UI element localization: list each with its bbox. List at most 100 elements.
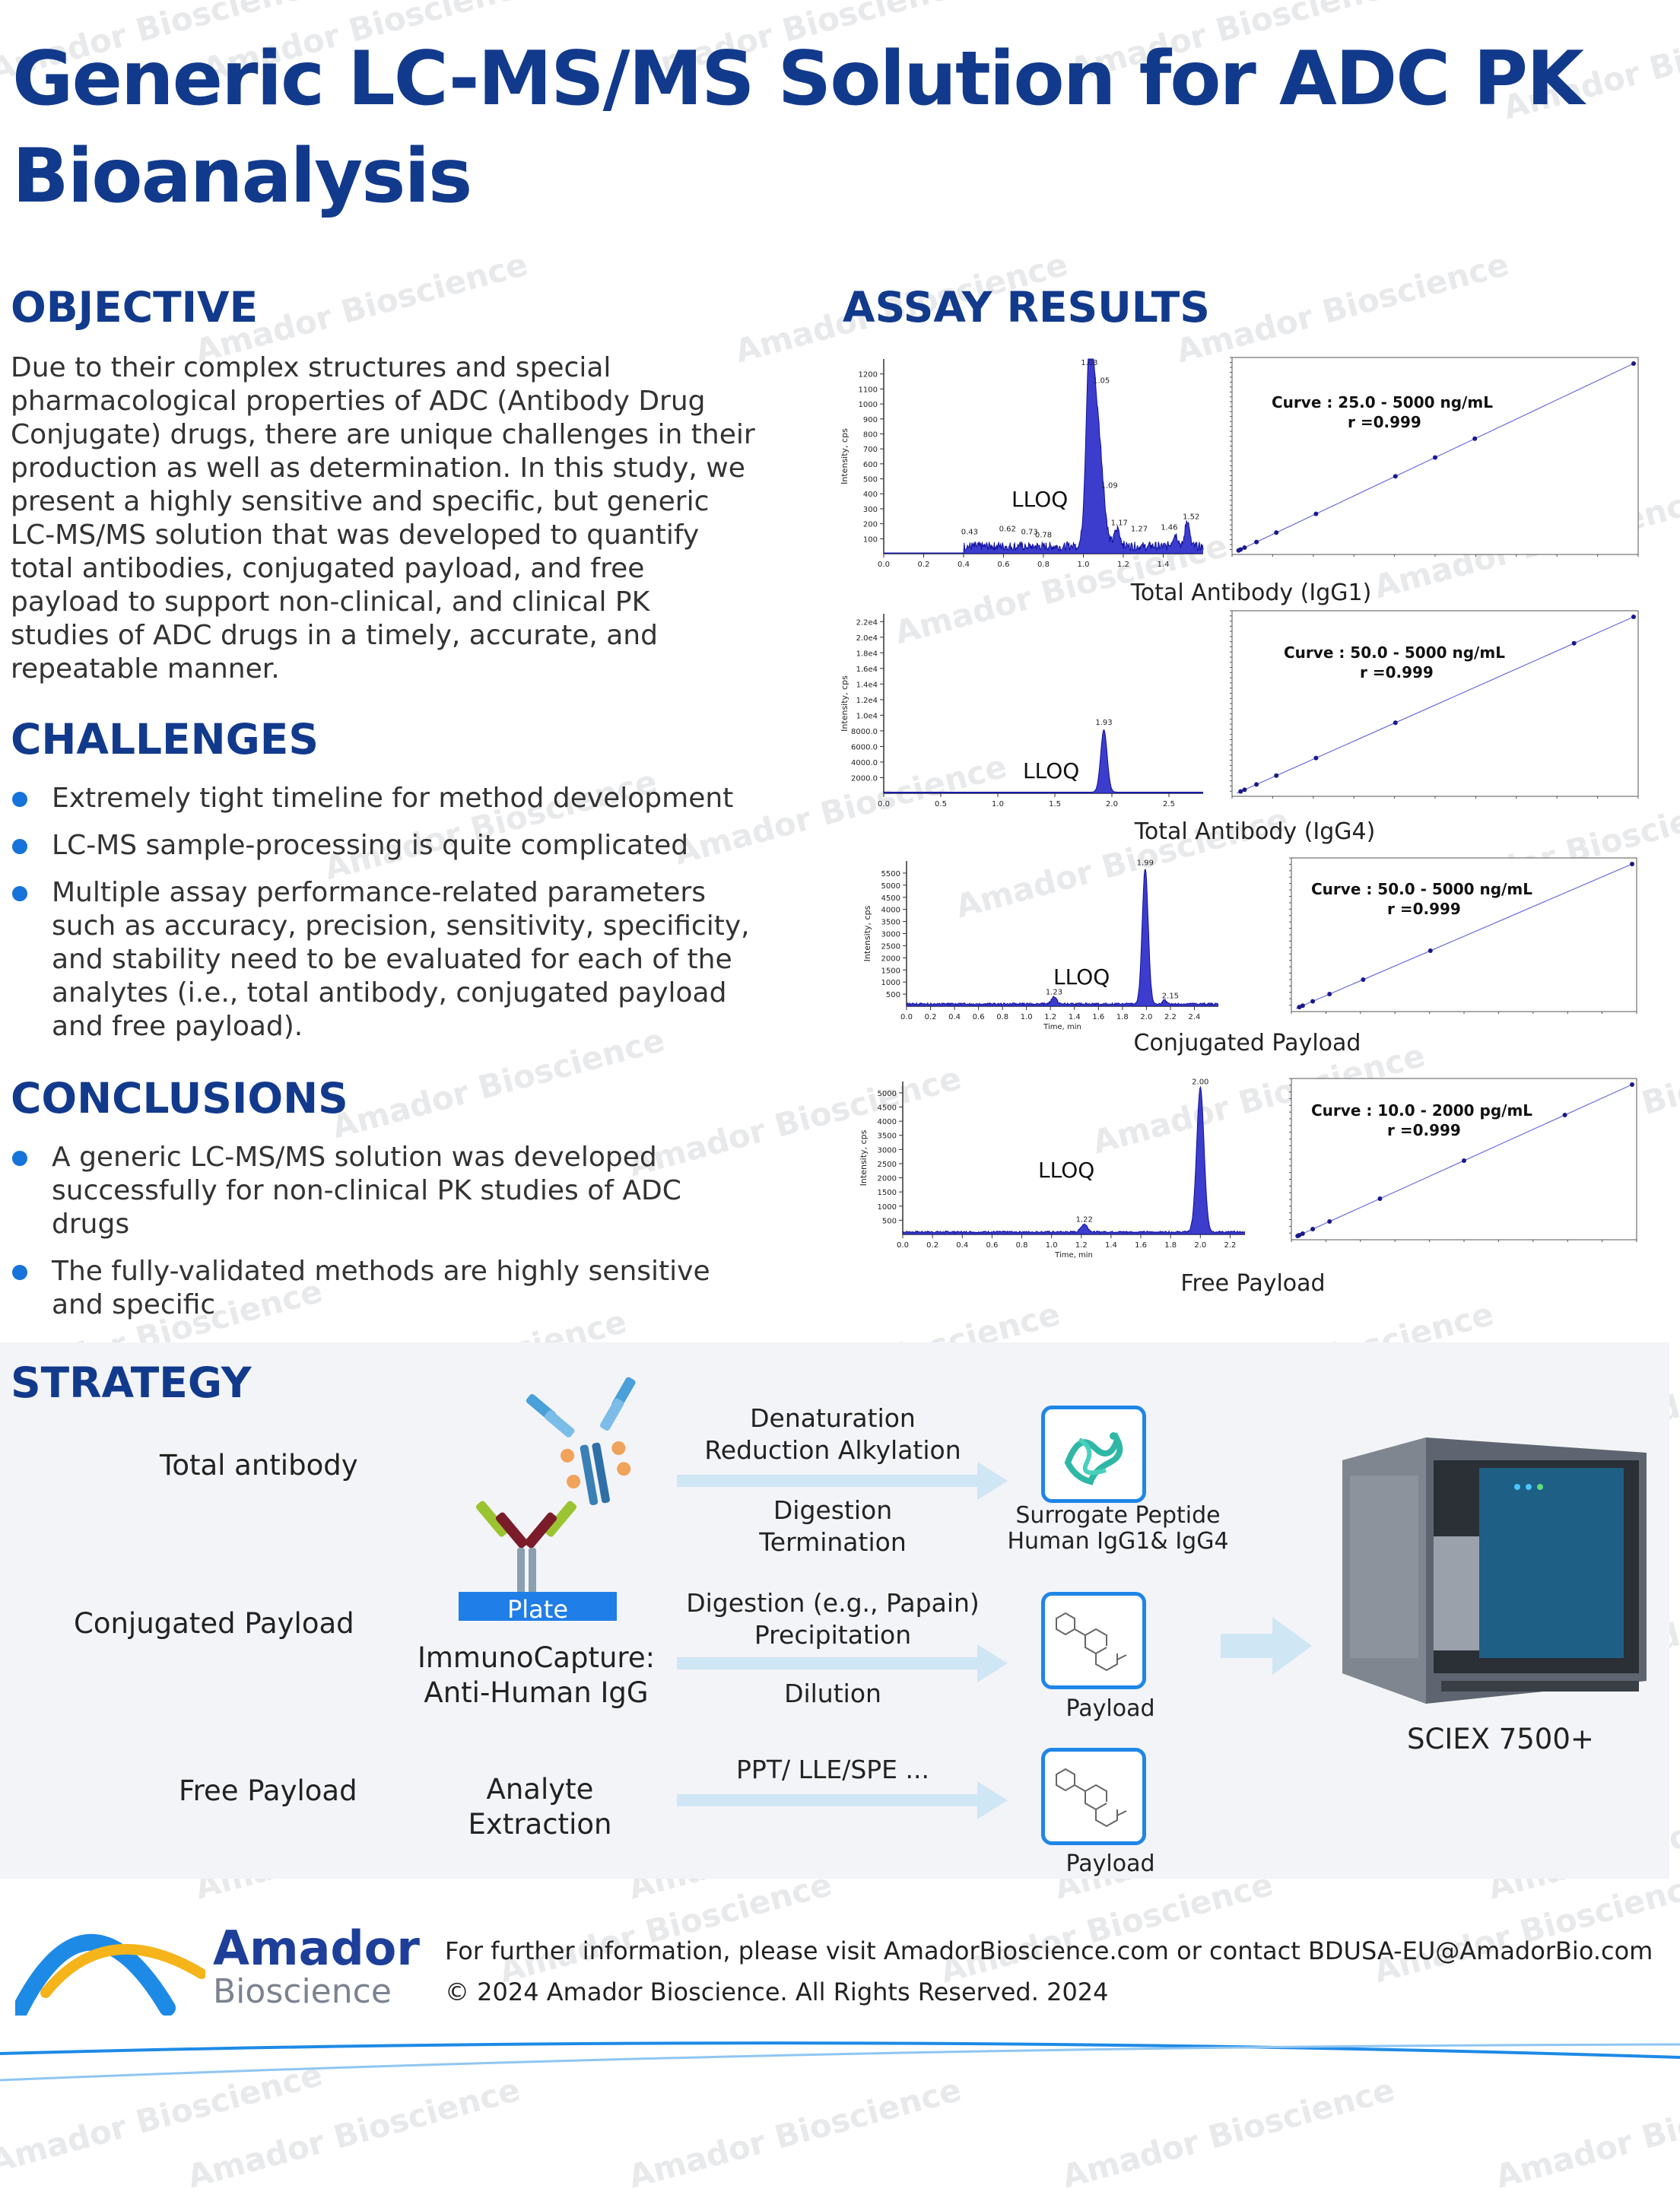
objective-line: studies of ADC drugs in a timely, accura… (11, 620, 658, 651)
y-tick-label: 1000 (881, 979, 900, 987)
bullet-icon (12, 1151, 27, 1166)
conclusions-heading: CONCLUSIONS (11, 1074, 348, 1123)
payload-label: Payload (1065, 1850, 1155, 1877)
step-denaturation: Denaturation Reduction Alkylation (704, 1403, 961, 1465)
calibration-point (1254, 539, 1259, 545)
page-title: Generic LC-MS/MS Solution for ADC PK Bio… (12, 36, 1584, 220)
x-tick-label: 1.8 (1164, 1241, 1177, 1250)
chromatogram-peak-fill (884, 359, 1203, 554)
objective-line: total antibodies, conjugated payload, an… (11, 553, 645, 584)
y-tick-label: 2000 (881, 955, 900, 963)
calibration-curve-free (1289, 1078, 1637, 1242)
y-tick-label: 2500 (878, 1161, 897, 1169)
chromatogram-trace (906, 869, 1219, 1006)
y-tick-label: 1.8e4 (856, 650, 878, 658)
list-item: Multiple assay performance-related param… (12, 876, 773, 1044)
y-tick-label: 4500 (881, 894, 900, 903)
x-tick-label: 0.8 (996, 1013, 1008, 1021)
y-tick-label: 2.0e4 (856, 634, 878, 643)
step-dilution: Dilution (784, 1679, 881, 1708)
y-tick-label: 1.2e4 (856, 697, 878, 705)
objective-line: Conjugate) drugs, there are unique chall… (11, 419, 755, 450)
y-tick-label: 400 (863, 491, 878, 499)
x-tick-label: 1.4 (1069, 1013, 1081, 1021)
x-tick-label: 2.0 (1140, 1013, 1152, 1021)
objective-line: pharmacological properties of ADC (Antib… (11, 386, 706, 417)
x-axis-label: Time, min (1043, 1023, 1081, 1031)
calibration-curve-igg1 (1230, 357, 1639, 557)
calibration-point (1313, 511, 1319, 516)
peak-label: 1.52 (1183, 513, 1199, 522)
x-tick-label: 1.4 (1158, 561, 1170, 569)
lloq-label: LLOQ (1011, 487, 1069, 512)
peak-label: 1.93 (1095, 719, 1112, 727)
y-axis-label: Intensity, cps (859, 1129, 869, 1186)
y-tick-label: 900 (863, 416, 878, 424)
calibration-point (1361, 977, 1366, 982)
x-tick-label: 0.0 (878, 800, 890, 808)
y-tick-label: 1000 (859, 401, 878, 409)
x-tick-label: 1.4 (1105, 1241, 1117, 1250)
peak-label: 2.00 (1192, 1078, 1208, 1086)
y-tick-label: 1500 (881, 967, 900, 975)
surrogate-peptide-box (1041, 1406, 1146, 1503)
y-tick-label: 500 (882, 1217, 897, 1225)
x-tick-label: 0.2 (918, 561, 930, 569)
y-tick-label: 2.2e4 (856, 618, 878, 627)
x-tick-label: 1.0 (1046, 1241, 1058, 1250)
x-tick-label: 1.8 (1116, 1013, 1129, 1021)
objective-text: Due to their complex structures and spec… (11, 351, 817, 686)
x-tick-label: 1.2 (1075, 1241, 1088, 1250)
x-tick-label: 2.4 (1189, 1013, 1201, 1021)
caption-igg1: Total Antibody (IgG1) (1130, 580, 1372, 606)
y-axis-label: Intensity, cps (862, 905, 872, 961)
x-tick-label: 0.6 (998, 561, 1010, 569)
calibration-point (1238, 789, 1243, 794)
peak-label: 1.05 (1093, 376, 1110, 385)
x-tick-label: 1.5 (1049, 800, 1061, 808)
x-tick-label: 1.0 (1021, 1013, 1033, 1021)
peak-label: 1.22 (1076, 1216, 1093, 1225)
watermark-text: Amador Bioscience (936, 1865, 1277, 1990)
x-tick-label: 0.4 (948, 1013, 961, 1021)
brand-subtitle: Bioscience (213, 1972, 392, 2011)
calibration-point (1254, 782, 1259, 787)
row-label-conjugated-payload: Conjugated Payload (74, 1607, 354, 1640)
amador-logo (15, 1933, 205, 2016)
brand-name: Amador (213, 1920, 420, 1976)
list-item: The fully-validated methods are highly s… (12, 1255, 757, 1322)
step-ppt: PPT/ LLE/SPE ... (736, 1755, 929, 1784)
step-digestion: Digestion Termination (759, 1495, 907, 1557)
objective-line: production as well as determination. In … (11, 453, 745, 484)
y-tick-label: 2000.0 (851, 774, 878, 783)
row-label-free-payload: Free Payload (179, 1774, 357, 1807)
caption-conjugated: Conjugated Payload (1133, 1030, 1361, 1056)
watermark-text: Amador Bioscience (495, 1865, 836, 1990)
step-papain: Digestion (e.g., Papain) Precipitation (686, 1588, 980, 1650)
footer-copyright: © 2024 Amador Bioscience. All Rights Res… (445, 1978, 1109, 2006)
x-tick-label: 0.8 (1016, 1241, 1028, 1250)
x-tick-label: 0.6 (986, 1241, 998, 1250)
payload-label: Payload (1065, 1695, 1155, 1722)
x-tick-label: 2.5 (1163, 800, 1175, 808)
footer-info: For further information, please visit Am… (445, 1936, 1653, 1965)
calibration-point (1433, 455, 1437, 460)
calibration-point (1472, 436, 1478, 441)
y-tick-label: 1100 (859, 386, 878, 394)
y-tick-label: 500 (886, 991, 900, 999)
peak-label: 1.09 (1100, 481, 1117, 490)
y-tick-label: 1.0e4 (856, 712, 878, 720)
y-tick-label: 800 (863, 430, 878, 439)
calibration-point (1630, 862, 1634, 866)
x-tick-label: 0.4 (958, 561, 970, 569)
caption-igg4: Total Antibody (IgG4) (1134, 818, 1376, 845)
peak-label: 0.73 (1021, 528, 1037, 536)
list-item: A generic LC-MS/MS solution was develope… (12, 1141, 757, 1241)
y-tick-label: 3000 (878, 1146, 897, 1155)
regression-line (1236, 616, 1634, 794)
calibration-point (1242, 787, 1247, 793)
caption-free: Free Payload (1180, 1270, 1326, 1297)
lloq-label: LLOQ (1023, 758, 1080, 783)
calibration-point (1562, 1113, 1567, 1117)
